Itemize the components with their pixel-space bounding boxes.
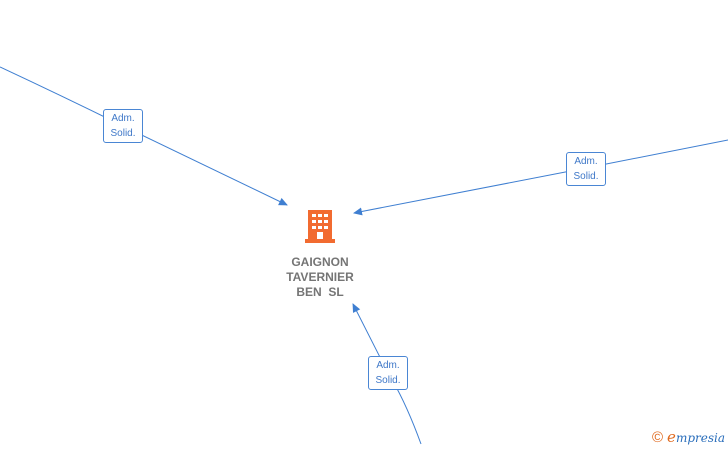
copyright-icon: ©	[651, 428, 664, 446]
brand-initial: e	[667, 428, 676, 446]
company-name: GAIGNON TAVERNIER BEN SL	[270, 255, 370, 300]
relation-label-line2: Solid.	[573, 171, 599, 182]
company-name-line: GAIGNON	[291, 255, 349, 269]
company-name-line: BEN SL	[296, 285, 344, 299]
relation-label-line2: Solid.	[110, 128, 136, 139]
brand-name: mpresia	[675, 431, 725, 445]
relation-label-right[interactable]: Adm. Solid.	[566, 152, 606, 186]
relation-label-line1: Adm.	[574, 156, 598, 167]
brand-logo: empresia	[667, 428, 725, 446]
company-node[interactable]: GAIGNON TAVERNIER BEN SL	[270, 208, 370, 300]
building-icon	[305, 210, 335, 243]
relation-label-line1: Adm.	[376, 360, 400, 371]
company-name-line: TAVERNIER	[286, 270, 354, 284]
relation-label-bottom[interactable]: Adm. Solid.	[368, 356, 408, 390]
relation-label-line1: Adm.	[111, 113, 135, 124]
edge-line-left	[0, 66, 288, 206]
edge-line-right	[353, 139, 728, 216]
relation-label-left[interactable]: Adm. Solid.	[103, 109, 143, 143]
brand-footer: © empresia	[652, 428, 725, 446]
relation-label-line2: Solid.	[375, 375, 401, 386]
